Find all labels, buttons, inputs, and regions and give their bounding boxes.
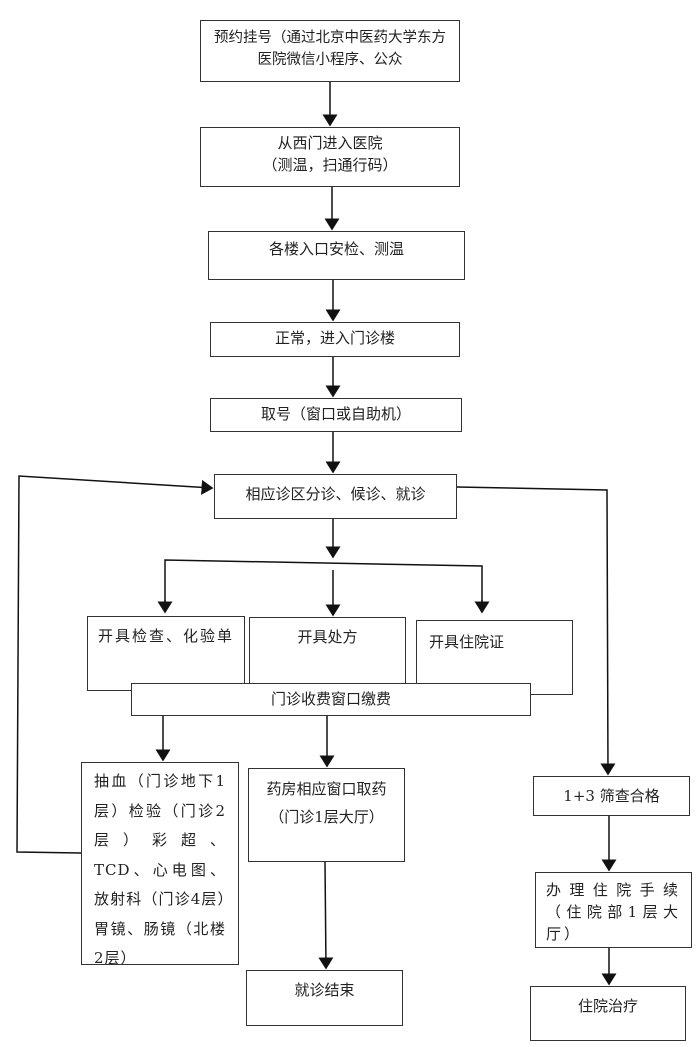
node-screening: 1+3 筛查合格 [533, 776, 690, 816]
node-end: 就诊结束 [246, 970, 403, 1026]
node-security: 各楼入口安检、测温 [208, 231, 465, 280]
node-enter-line2: （测温，扫通行码） [262, 156, 398, 174]
node-enter: 从西门进入医院 （测温，扫通行码） [200, 127, 460, 187]
node-triage: 相应诊区分诊、候诊、就诊 [214, 474, 457, 519]
node-enter-line1: 从西门进入医院 [277, 134, 383, 152]
arrow [318, 861, 334, 970]
branch-line [164, 559, 483, 612]
loop-back-line [16, 475, 214, 854]
node-admission-proc: 办理住院手续（住院部1层大厅） [535, 872, 692, 948]
node-pharmacy: 药房相应窗口取药（门诊1层大厅） [248, 768, 405, 862]
node-exam-order: 开具检查、化验单 [87, 616, 245, 691]
node-admission-cert: 开具住院证 [416, 620, 573, 695]
node-inpatient: 住院治疗 [530, 986, 686, 1041]
node-normal: 正常，进入门诊楼 [210, 322, 460, 357]
node-prescription: 开具处方 [249, 617, 406, 692]
admission-line [456, 486, 616, 776]
node-tests: 抽血（门诊地下1层）检验（门诊2层）彩超、TCD、心电图、放射科（门诊4层）胃镜… [81, 762, 239, 965]
node-ticket: 取号（窗口或自助机） [210, 398, 462, 432]
node-book: 预约挂号（通过北京中医药大学东方医院微信小程序、公众 [200, 20, 460, 82]
node-payment: 门诊收费窗口缴费 [131, 683, 531, 716]
